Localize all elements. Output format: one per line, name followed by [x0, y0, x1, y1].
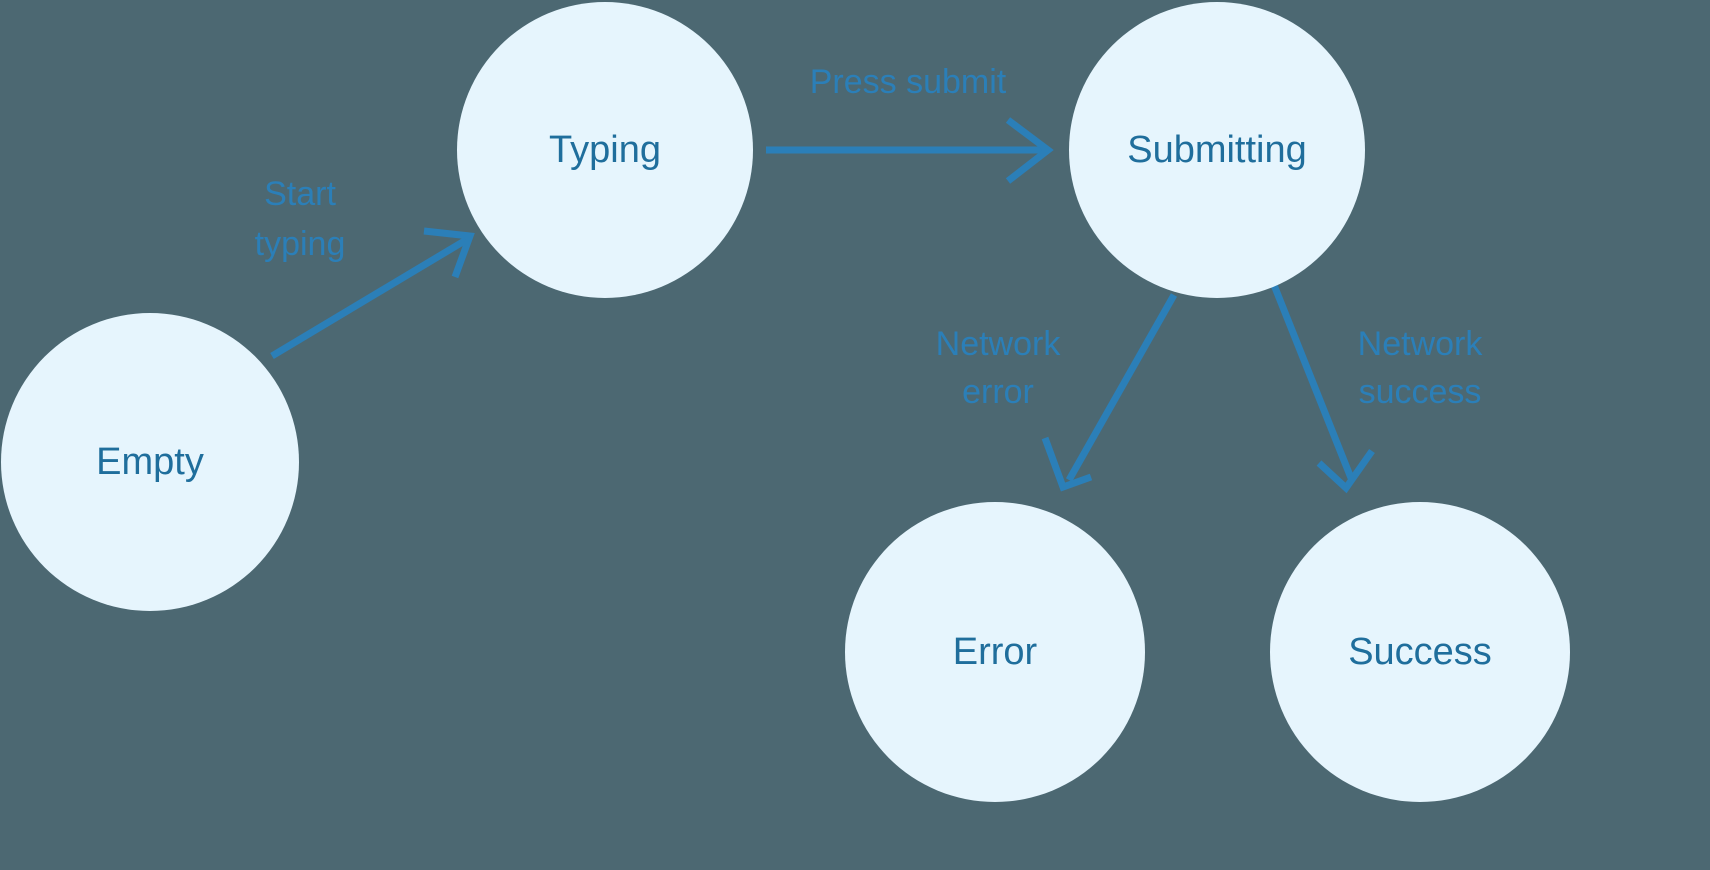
edge-submitting-to-error — [1041, 293, 1178, 492]
edge-label-network-success-line2: success — [1359, 373, 1482, 411]
edge-submitting-to-success-line — [1270, 283, 1355, 480]
edge-empty-to-typing-arrowhead — [423, 227, 475, 279]
edge-label-start-typing: Start typing — [255, 175, 346, 263]
node-empty-circle[interactable] — [1, 313, 299, 611]
node-submitting-label: Submitting — [1127, 129, 1307, 171]
node-error[interactable]: Error — [845, 502, 1145, 802]
node-typing-circle[interactable] — [457, 2, 753, 298]
edge-label-start-typing-line1: Start — [264, 175, 336, 213]
edge-label-press-submit-text: Press submit — [810, 63, 1007, 101]
node-empty-label: Empty — [96, 441, 204, 483]
edge-label-network-success-line1: Network — [1358, 325, 1484, 363]
node-success-label: Success — [1348, 631, 1492, 673]
node-success[interactable]: Success — [1270, 502, 1570, 802]
edge-label-network-success: Network success — [1358, 325, 1484, 411]
edge-submitting-to-success — [1270, 283, 1375, 494]
edge-label-network-error-line2: error — [962, 373, 1034, 411]
edge-label-network-error-line1: Network — [936, 325, 1062, 363]
edge-submitting-to-success-arrowhead — [1316, 448, 1375, 494]
edge-label-network-error: Network error — [936, 325, 1062, 411]
edge-empty-to-typing — [270, 227, 475, 360]
node-submitting[interactable]: Submitting — [1069, 2, 1365, 298]
node-empty[interactable]: Empty — [1, 313, 299, 611]
node-typing-label: Typing — [549, 129, 661, 171]
node-typing[interactable]: Typing — [457, 2, 753, 298]
edge-typing-to-submitting-arrowhead — [1005, 117, 1054, 184]
node-error-circle[interactable] — [845, 502, 1145, 802]
edge-label-press-submit: Press submit — [810, 63, 1007, 101]
edge-label-start-typing-line2: typing — [255, 225, 346, 263]
edge-empty-to-typing-line — [270, 236, 468, 360]
edge-typing-to-submitting — [766, 117, 1054, 184]
edge-submitting-to-error-arrowhead — [1041, 436, 1093, 492]
node-success-circle[interactable] — [1270, 502, 1570, 802]
node-error-label: Error — [953, 631, 1038, 673]
edge-submitting-to-error-line — [1065, 293, 1178, 482]
node-submitting-circle[interactable] — [1069, 2, 1365, 298]
